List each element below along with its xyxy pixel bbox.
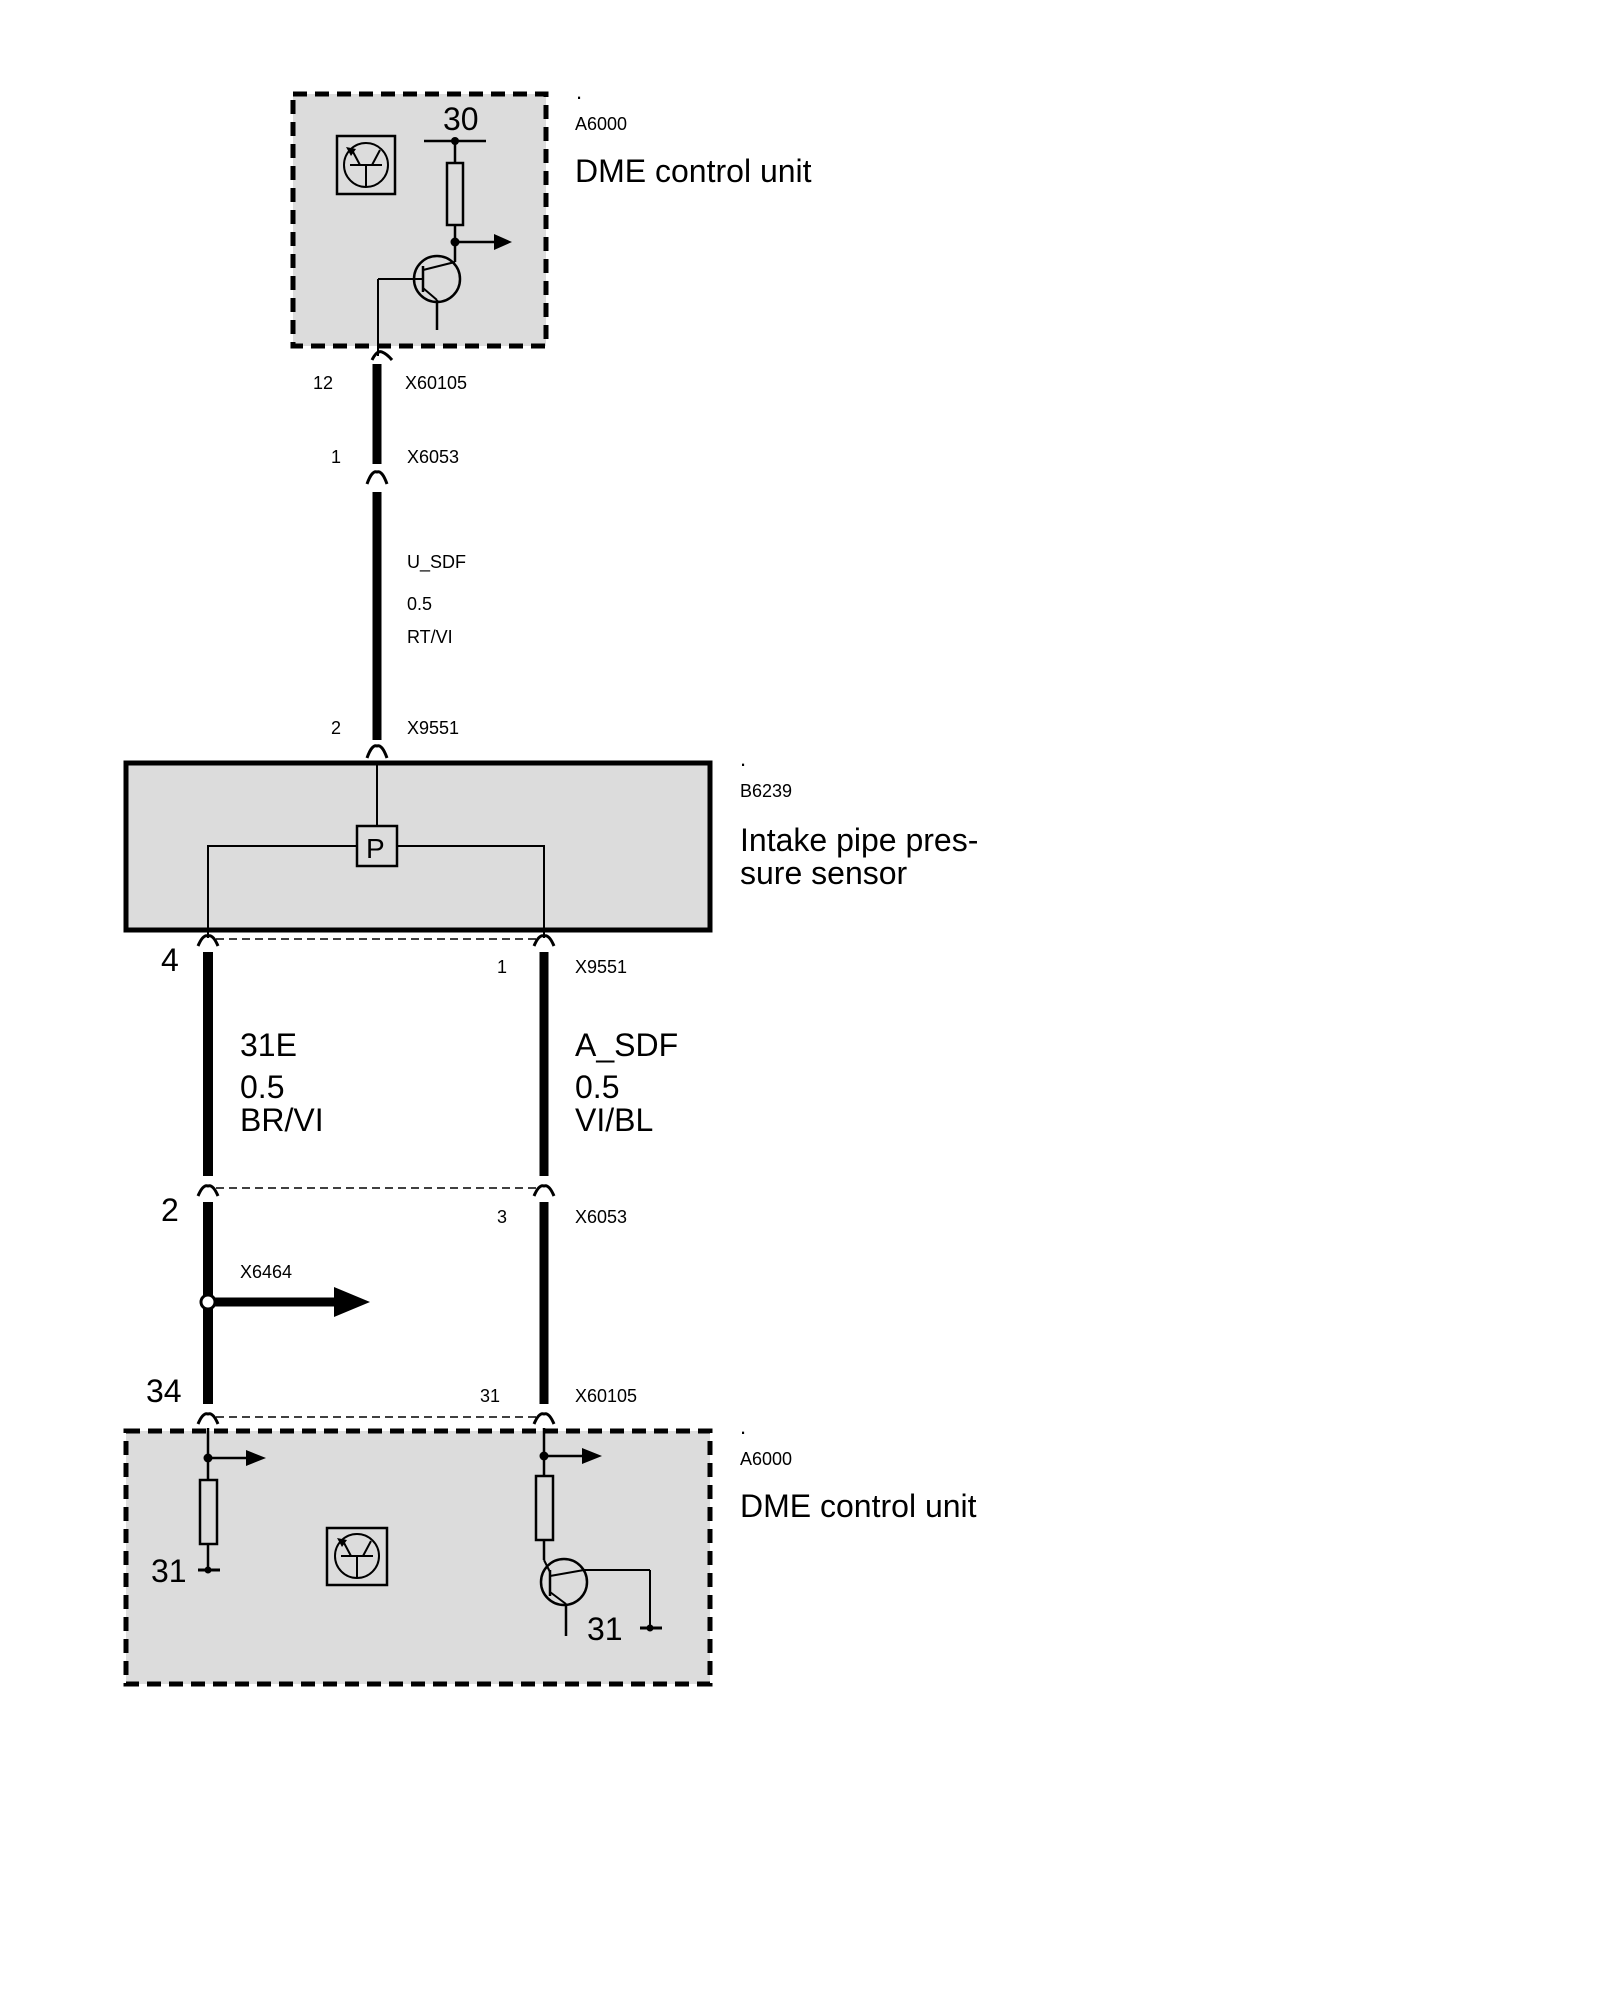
sensor-bottom-pin-1: 1: [497, 957, 507, 977]
lower-wiring: [196, 934, 556, 1425]
wire-31e-signal: 31E: [240, 1027, 297, 1063]
top-connector-pin-1: 1: [331, 447, 341, 467]
input-arrow-left-icon: [246, 1450, 266, 1466]
branch-x6464-label: X6464: [240, 1262, 292, 1282]
sensor-name-line1: Intake pipe pres-: [740, 822, 978, 858]
ground-left-31-label: 31: [151, 1553, 187, 1589]
wire-a-sdf-size: 0.5: [575, 1069, 619, 1105]
sensor-code: B6239: [740, 781, 792, 801]
wire-u-sdf-signal: U_SDF: [407, 552, 466, 573]
bottom-connector-pin-31: 31: [480, 1386, 500, 1406]
sensor-name-line2: sure sensor: [740, 855, 908, 891]
wire-31e-color: BR/VI: [240, 1102, 324, 1138]
top-dme-control-unit: 30: [290, 91, 549, 356]
input-arrow-right-icon: [582, 1448, 602, 1464]
sensor-bottom-pin-4: 4: [161, 942, 179, 978]
wire-a-sdf-color: VI/BL: [575, 1102, 653, 1138]
sensor-top-pin-2: 2: [331, 718, 341, 738]
mid-connector-pin-2: 2: [161, 1192, 179, 1228]
wire-a-sdf-signal: A_SDF: [575, 1027, 678, 1063]
input-transistor-icon: [539, 1557, 662, 1636]
transistor-symbol-icon-bottom: [325, 1526, 389, 1587]
wire-u-sdf-size: 0.5: [407, 594, 432, 614]
pressure-element-icon: [355, 824, 399, 868]
bottom-unit-name: DME control unit: [740, 1488, 977, 1524]
output-arrow-icon: [494, 234, 512, 250]
ground-right-31-label: 31: [587, 1611, 623, 1647]
wire-31e-size: 0.5: [240, 1069, 284, 1105]
top-unit-code: A6000: [575, 114, 627, 134]
intake-pipe-pressure-sensor: P: [123, 760, 713, 938]
transistor-symbol-icon: [335, 134, 397, 196]
bottom-connector-x60105: X60105: [575, 1386, 637, 1406]
top-connector-pin-12: 12: [313, 373, 333, 393]
bottom-dme-control-unit: 31 31: [123, 1428, 713, 1687]
wire-u-sdf-color: RT/VI: [407, 627, 453, 647]
top-unit-dot: .: [576, 79, 582, 104]
terminal-30-label: 30: [443, 101, 479, 137]
sensor-bottom-x9551: X9551: [575, 957, 627, 977]
bottom-connector-pin-34: 34: [146, 1373, 182, 1409]
branch-arrow-icon: [334, 1287, 370, 1317]
mid-connector-pin-3: 3: [497, 1207, 507, 1227]
bottom-unit-box: [123, 1428, 713, 1687]
branch-splice-icon: [199, 1293, 217, 1311]
wire-u-sdf: [365, 350, 394, 759]
pressure-symbol: P: [366, 833, 385, 864]
mid-connector-x6053: X6053: [575, 1207, 627, 1227]
output-transistor-icon: [377, 254, 462, 356]
top-unit-name: DME control unit: [575, 153, 812, 189]
top-connector-x60105: X60105: [405, 373, 467, 393]
sensor-dot: .: [740, 746, 746, 771]
bottom-unit-code: A6000: [740, 1449, 792, 1469]
bottom-unit-dot: .: [740, 1414, 746, 1439]
top-unit-box: [290, 91, 549, 349]
sensor-top-x9551: X9551: [407, 718, 459, 738]
top-connector-x6053: X6053: [407, 447, 459, 467]
